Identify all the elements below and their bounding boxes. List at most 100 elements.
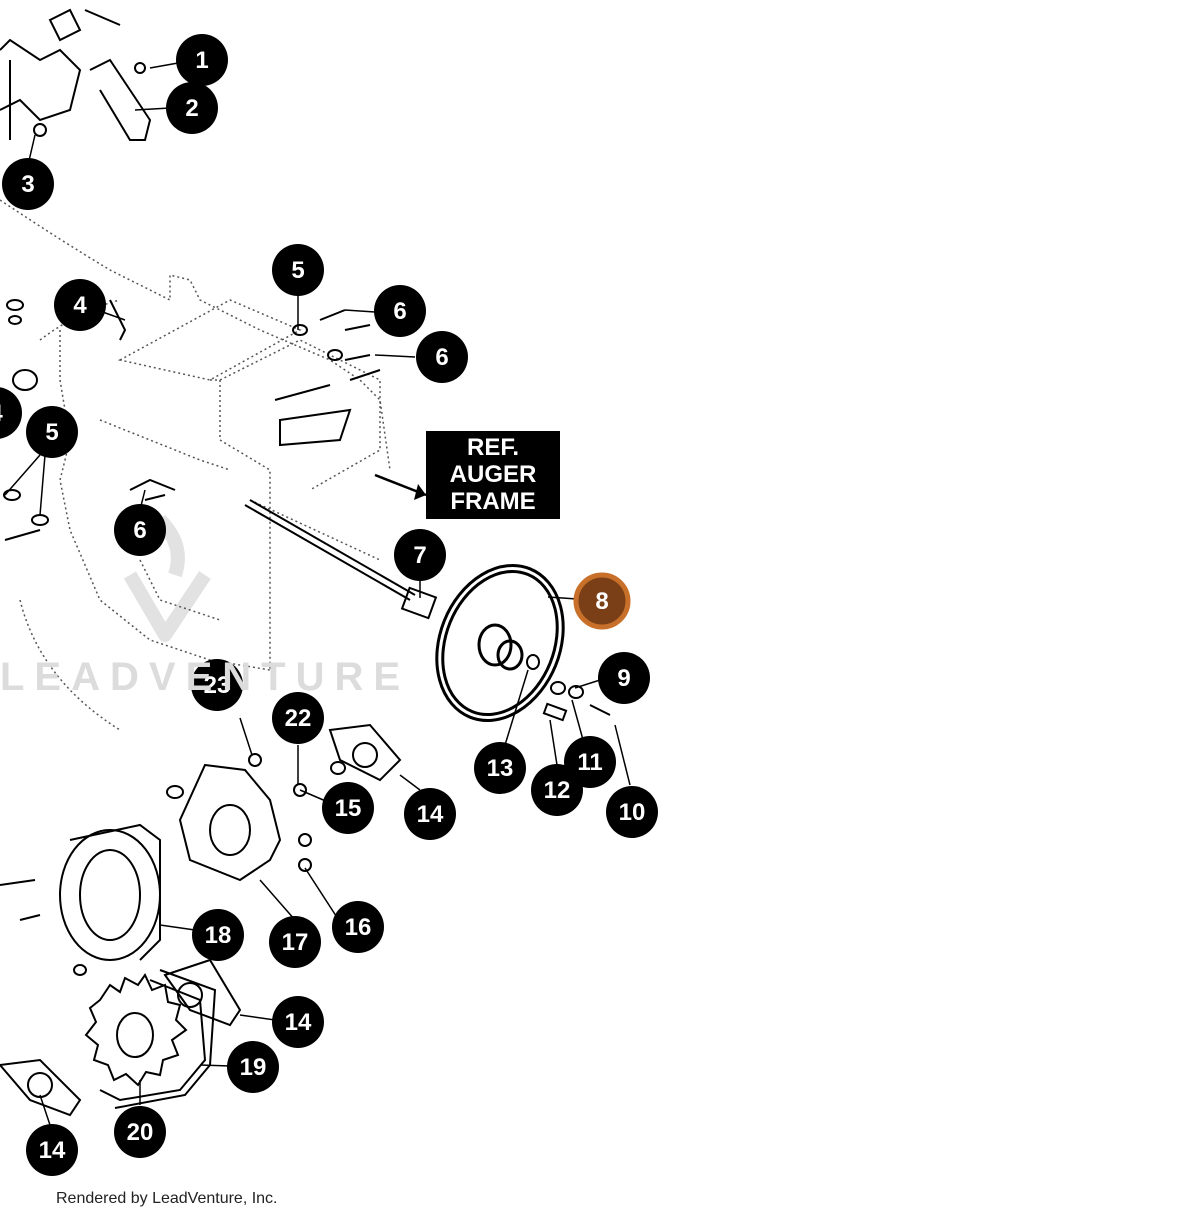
callout-number: 8 bbox=[595, 588, 608, 615]
hardware-right-bolts bbox=[274, 309, 381, 447]
callout-c12[interactable]: 12 bbox=[531, 764, 583, 816]
callout-circle bbox=[269, 916, 321, 968]
callout-number: 18 bbox=[205, 922, 232, 949]
callout-number: 16 bbox=[345, 914, 372, 941]
callout-circle bbox=[394, 529, 446, 581]
callout-number: 22 bbox=[285, 705, 312, 732]
callout-c6b[interactable]: 6 bbox=[416, 331, 468, 383]
callout-c8[interactable]: 8 bbox=[573, 572, 631, 630]
callout-number: 1 bbox=[195, 47, 208, 74]
callout-number: 7 bbox=[413, 542, 426, 569]
callout-circle bbox=[598, 652, 650, 704]
callout-c14c[interactable]: 14 bbox=[26, 1124, 78, 1176]
callout-circle bbox=[272, 692, 324, 744]
callout-number: 2 bbox=[185, 95, 198, 122]
callout-number: 13 bbox=[487, 755, 514, 782]
sprocket-chain bbox=[0, 958, 242, 1117]
callout-circle bbox=[404, 788, 456, 840]
callout-circle bbox=[2, 158, 54, 210]
callout-circle bbox=[531, 764, 583, 816]
callout-c4b[interactable]: 4 bbox=[0, 387, 22, 439]
callout-number: 3 bbox=[21, 171, 34, 198]
ref-line-1: REF. bbox=[466, 434, 519, 461]
callout-c16[interactable]: 16 bbox=[332, 901, 384, 953]
callout-number: 19 bbox=[240, 1054, 267, 1081]
ref-arrow-head bbox=[414, 484, 426, 500]
callout-number: 17 bbox=[282, 929, 309, 956]
watermark-text: LEADVENTURE bbox=[0, 655, 411, 699]
callout-number: 4 bbox=[73, 292, 87, 319]
callout-circle bbox=[54, 279, 106, 331]
callout-c7[interactable]: 7 bbox=[394, 529, 446, 581]
callout-number: 6 bbox=[393, 298, 406, 325]
callout-number: 5 bbox=[45, 419, 58, 446]
callout-circle bbox=[192, 909, 244, 961]
callout-c5b[interactable]: 5 bbox=[26, 406, 78, 458]
callout-c22[interactable]: 22 bbox=[272, 692, 324, 744]
callout-circle bbox=[474, 742, 526, 794]
callout-number: 6 bbox=[133, 517, 146, 544]
callout-number: 6 bbox=[435, 344, 448, 371]
callout-circle bbox=[191, 659, 243, 711]
callout-c19[interactable]: 19 bbox=[227, 1041, 279, 1093]
hardware-left bbox=[3, 299, 176, 541]
top-lever-assembly bbox=[0, 8, 152, 141]
footer-credit: Rendered by LeadVenture, Inc. bbox=[56, 1190, 278, 1207]
callout-number: 5 bbox=[291, 257, 304, 284]
callout-circle bbox=[26, 1124, 78, 1176]
ref-line-2: AUGER bbox=[449, 461, 537, 488]
callout-c9[interactable]: 9 bbox=[598, 652, 650, 704]
callout-circle bbox=[272, 996, 324, 1048]
callout-c20[interactable]: 20 bbox=[114, 1106, 166, 1158]
ref-line-3: FRAME bbox=[450, 488, 536, 515]
auger-frame-outline bbox=[0, 199, 391, 731]
callout-c2[interactable]: 2 bbox=[166, 82, 218, 134]
callout-c5a[interactable]: 5 bbox=[272, 244, 324, 296]
callout-number: 4 bbox=[0, 400, 3, 427]
callout-circle bbox=[322, 782, 374, 834]
callout-c3[interactable]: 3 bbox=[2, 158, 54, 210]
callout-c18[interactable]: 18 bbox=[192, 909, 244, 961]
callout-number: 15 bbox=[335, 795, 362, 822]
callout-circle bbox=[0, 387, 22, 439]
callout-circle bbox=[114, 1106, 166, 1158]
callout-number: 14 bbox=[285, 1009, 312, 1036]
callout-number: 23 bbox=[204, 672, 231, 699]
callout-c17[interactable]: 17 bbox=[269, 916, 321, 968]
lower-drive-assembly bbox=[0, 723, 402, 976]
callout-number: 9 bbox=[617, 665, 630, 692]
callout-circle bbox=[114, 504, 166, 556]
leader-lines bbox=[4, 62, 631, 1126]
callout-circle bbox=[606, 786, 658, 838]
callout-number: 20 bbox=[127, 1119, 154, 1146]
callout-number: 14 bbox=[39, 1137, 66, 1164]
callout-c1[interactable]: 1 bbox=[176, 34, 228, 86]
callout-c14a[interactable]: 14 bbox=[404, 788, 456, 840]
callout-number: 14 bbox=[417, 801, 444, 828]
callout-circle bbox=[332, 901, 384, 953]
callout-circle bbox=[166, 82, 218, 134]
callout-c13[interactable]: 13 bbox=[474, 742, 526, 794]
callout-circle bbox=[272, 244, 324, 296]
callout-number: 10 bbox=[619, 799, 646, 826]
callout-number: 11 bbox=[577, 749, 602, 776]
callout-circle bbox=[573, 572, 631, 630]
pulley-hardware bbox=[526, 654, 611, 722]
pulley bbox=[435, 563, 565, 723]
callout-c15[interactable]: 15 bbox=[322, 782, 374, 834]
callout-c6a[interactable]: 6 bbox=[374, 285, 426, 337]
callout-number: 12 bbox=[544, 777, 571, 804]
callout-circle bbox=[374, 285, 426, 337]
shaft bbox=[244, 499, 438, 620]
callout-circle bbox=[227, 1041, 279, 1093]
callout-c14b[interactable]: 14 bbox=[272, 996, 324, 1048]
ref-auger-frame-label: REF. AUGER FRAME bbox=[426, 431, 560, 519]
callout-c4[interactable]: 4 bbox=[54, 279, 106, 331]
callout-c23[interactable]: 23 bbox=[191, 659, 243, 711]
callout-circle bbox=[176, 34, 228, 86]
callout-circle bbox=[26, 406, 78, 458]
callout-c6c[interactable]: 6 bbox=[114, 504, 166, 556]
callout-circle bbox=[416, 331, 468, 383]
callout-c10[interactable]: 10 bbox=[606, 786, 658, 838]
